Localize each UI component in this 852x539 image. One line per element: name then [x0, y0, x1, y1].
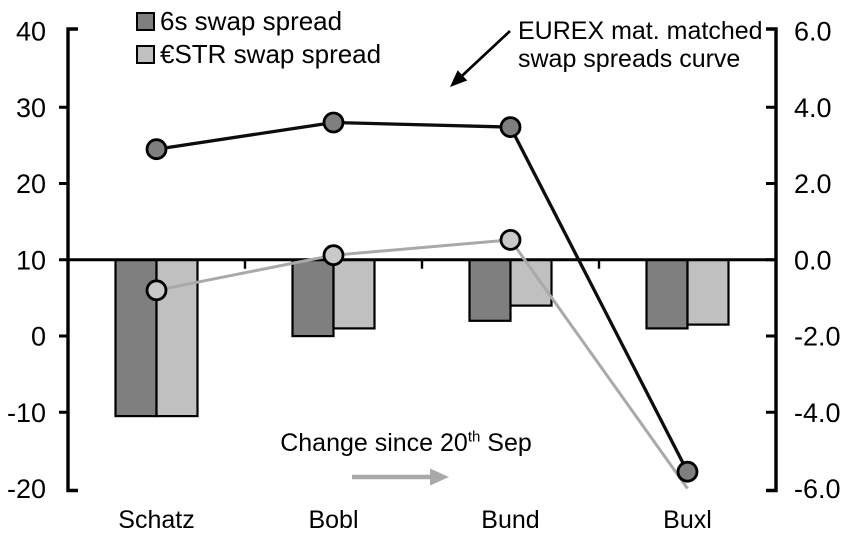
left-axis-tick-label: 0: [31, 322, 46, 352]
marker-series-1-buxl: [676, 460, 699, 483]
right-axis-tick-label: -6.0: [794, 474, 841, 504]
legend-item-6s: 6s swap spread: [136, 7, 381, 36]
marker-series-0-schatz: [145, 279, 168, 302]
left-axis-tick-label: -20: [7, 474, 46, 504]
eurex-annotation-line2: swap spreads curve: [518, 45, 741, 73]
left-axis-tick-label: -10: [7, 398, 46, 428]
marker-series-0-bund: [499, 228, 522, 251]
legend-swatch-6s-icon: [136, 12, 155, 31]
bar-bobl-1: [332, 258, 376, 330]
change-annotation-prefix: Change since 20: [280, 429, 468, 457]
marker-series-1-bund: [499, 116, 522, 138]
category-label-bund: Bund: [481, 506, 539, 534]
right-axis-tick-label: 2.0: [794, 169, 832, 199]
category-label-buxl: Buxl: [663, 506, 712, 534]
change-arrow-icon-head: [430, 468, 449, 486]
legend-label-estr: €STR swap spread: [160, 39, 382, 69]
right-axis-tick-label: 6.0: [794, 17, 832, 47]
bar-bobl-0: [291, 258, 335, 338]
eurex-arrow-icon-shaft: [460, 30, 511, 78]
eurex-curve-annotation: EUREX mat. matched swap spreads curve: [518, 17, 763, 73]
legend-item-estr: €STR swap spread: [136, 40, 381, 69]
right-axis-tick-label: -2.0: [794, 322, 841, 352]
marker-series-1-schatz: [145, 138, 168, 161]
bar-bund-0: [468, 258, 512, 322]
marker-series-0-bobl: [322, 244, 345, 267]
right-axis-tick-label: 4.0: [794, 93, 832, 123]
right-axis-tick-label: 0.0: [794, 245, 832, 275]
left-axis-tick-label: 40: [16, 17, 46, 47]
left-axis-tick-label: 20: [16, 169, 46, 199]
change-annotation-suffix: Sep: [480, 429, 532, 457]
marker-series-1-bobl: [322, 111, 345, 134]
category-label-schatz: Schatz: [118, 506, 194, 534]
change-since-annotation: Change since 20th Sep: [276, 430, 536, 457]
category-label-bobl: Bobl: [308, 506, 358, 534]
line-series-0: [156, 238, 689, 490]
legend-label-6s: 6s swap spread: [160, 6, 343, 36]
left-axis-tick-label: 30: [16, 93, 46, 123]
line-series-1: [156, 120, 689, 473]
bar-buxl-0: [645, 258, 689, 330]
right-axis-tick-label: -4.0: [794, 398, 841, 428]
change-annotation-superscript: th: [467, 428, 481, 446]
bar-buxl-1: [686, 258, 730, 326]
legend-swatch-estr-icon: [136, 45, 155, 64]
left-axis-tick-label: 10: [16, 245, 46, 275]
eurex-annotation-line1: EUREX mat. matched: [518, 17, 763, 45]
legend: 6s swap spread €STR swap spread: [136, 7, 381, 69]
eurex-arrow-icon-head: [450, 70, 468, 87]
